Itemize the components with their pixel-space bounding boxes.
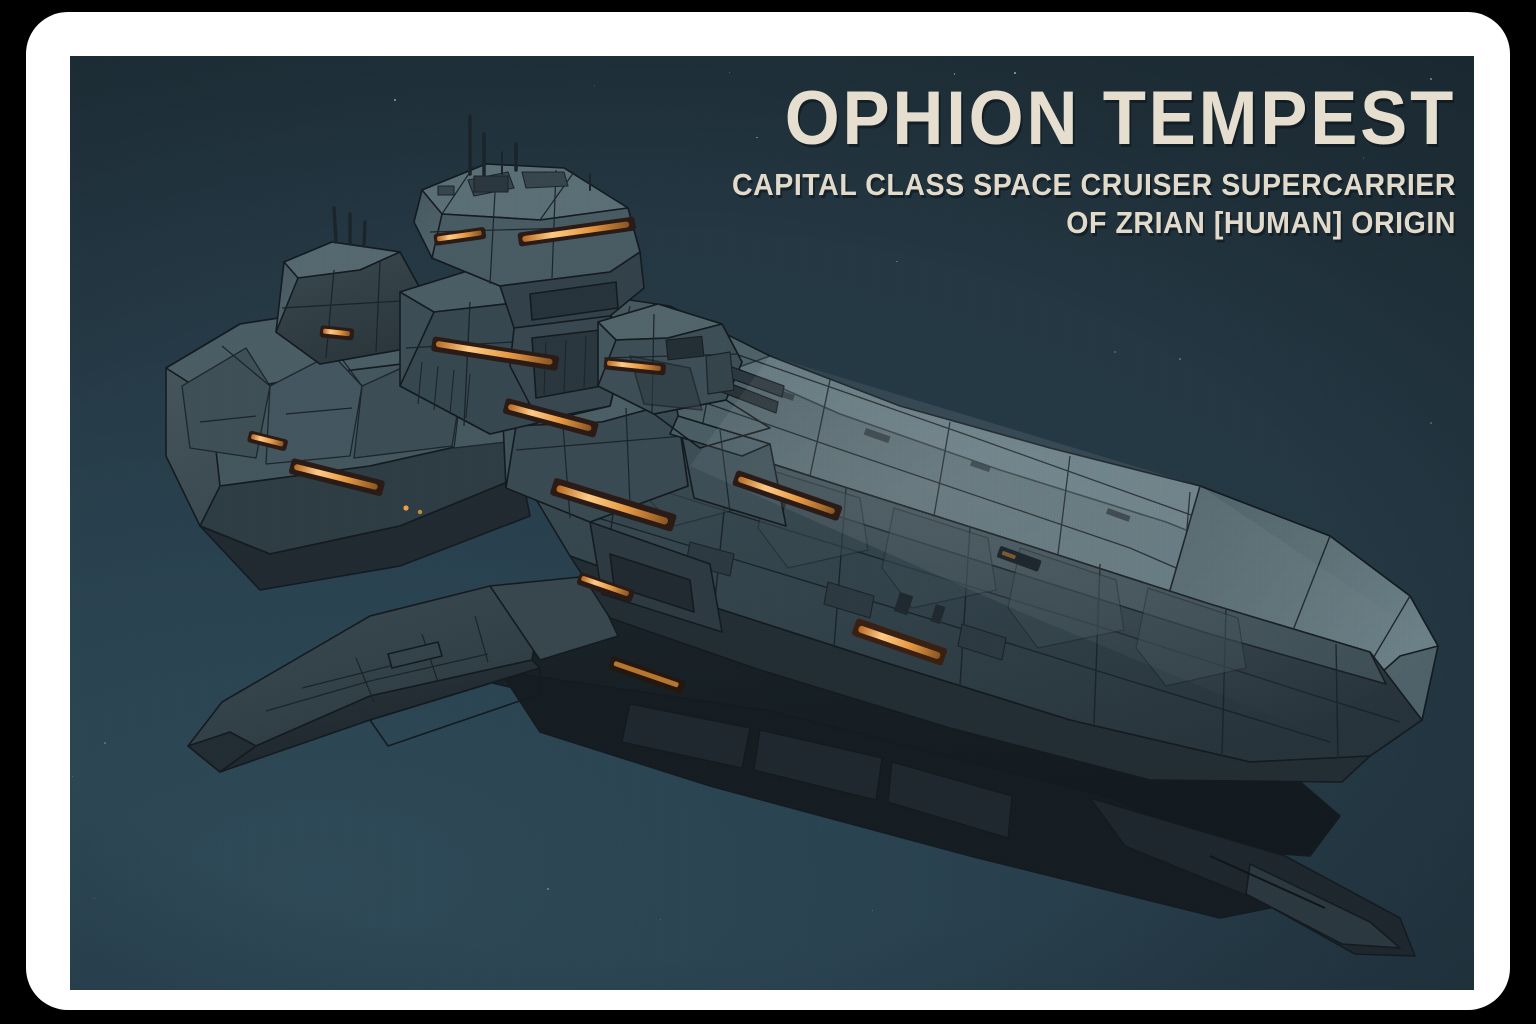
spaceship-illustration [70,56,1474,990]
paper-grain-overlay [70,56,1474,990]
star [1069,104,1072,107]
sticker-border: OPHION TEMPEST CAPITAL CLASS SPACE CRUIS… [26,12,1510,1010]
star [756,136,758,138]
star [94,897,96,899]
star [660,918,661,920]
poster-subtitle-line-2: OF ZRIAN [HUMAN] ORIGIN [1066,205,1456,241]
star [1014,72,1016,74]
star [71,775,74,778]
artwork-canvas: OPHION TEMPEST CAPITAL CLASS SPACE CRUIS… [70,56,1474,990]
star [1362,157,1365,159]
poster-subtitle-line-1: CAPITAL CLASS SPACE CRUISER SUPERCARRIER [731,167,1456,203]
star [1113,350,1117,353]
star [393,99,397,102]
poster-title-block: OPHION TEMPEST CAPITAL CLASS SPACE CRUIS… [669,76,1456,242]
star [1179,358,1182,361]
star [593,84,596,87]
star [896,260,898,263]
star [103,742,107,745]
starfield [70,56,1474,990]
star [1430,77,1433,80]
star [728,71,730,73]
star [954,73,956,75]
star [547,888,550,890]
poster-title: OPHION TEMPEST [784,76,1456,161]
star [872,909,874,911]
star [1429,422,1432,425]
